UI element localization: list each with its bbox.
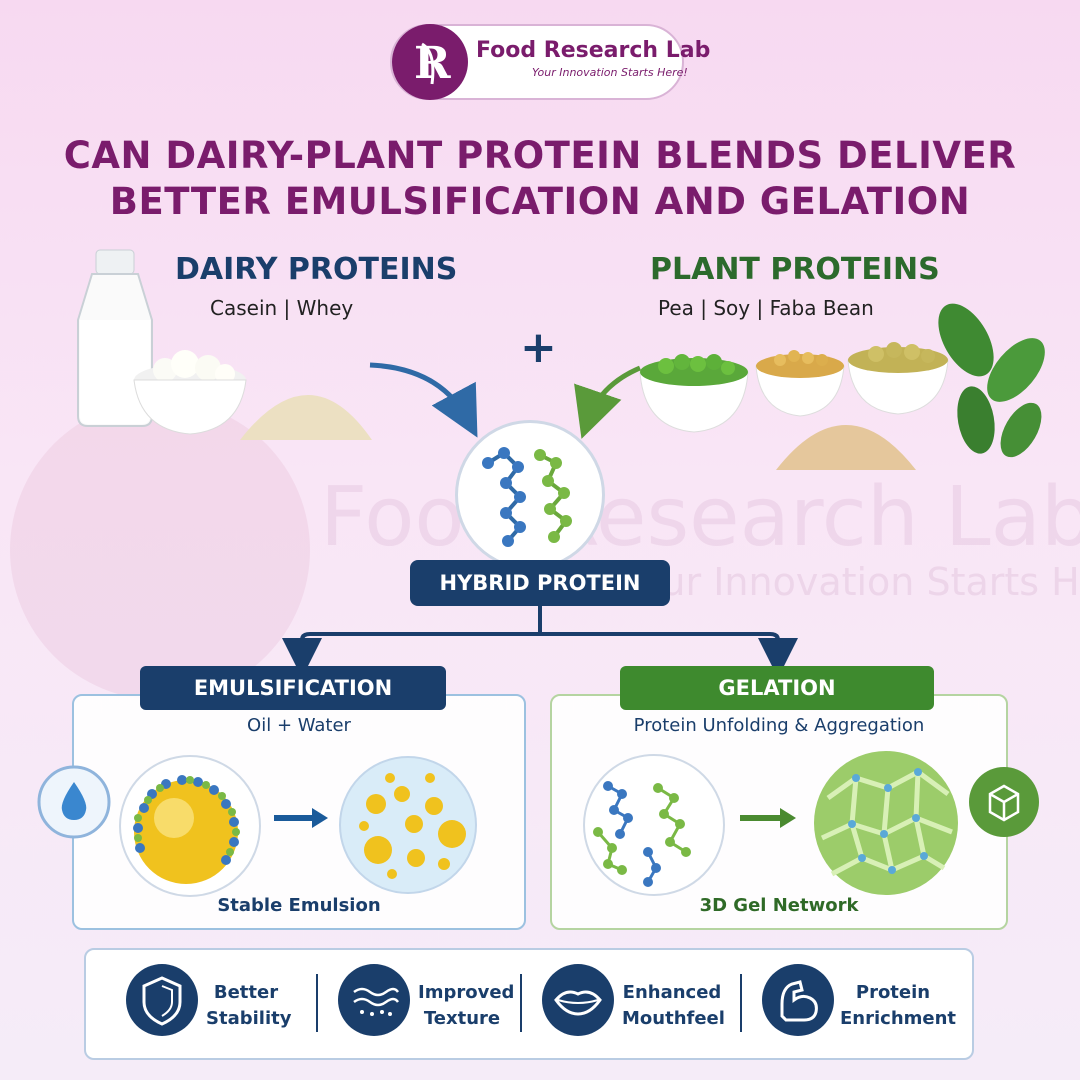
brand-name: Food Research Lab [476,38,711,63]
plant-illustration [639,303,1045,470]
gelation-arrow [740,808,796,828]
texture-waves-icon [338,964,410,1036]
stable-emulsion-illustration [339,756,477,894]
shield-icon [126,964,198,1036]
watermark-tagline: Your Innovation Starts Here! [620,560,1080,604]
hybrid-molecule-icon [455,420,605,570]
emulsification-heading: EMULSIFICATION [140,666,446,710]
page-title-line1: CAN DAIRY-PLANT PROTEIN BLENDS DELIVER [63,134,1017,177]
flow-arrows [282,362,798,678]
page-title-line2: BETTER EMULSIFICATION AND GELATION [109,180,971,223]
dairy-illustration [77,249,372,440]
plus-sign: + [520,322,557,373]
lips-icon [542,964,614,1036]
brand-tagline: Your Innovation Starts Here! [532,66,688,79]
flexed-arm-icon [762,964,834,1036]
hybrid-protein-label: HYBRID PROTEIN [410,560,670,606]
benefit-protein-enrichment: Protein Enrichment [840,982,957,1029]
unfolded-protein-illustration [583,754,725,896]
water-drop-icon [37,765,111,839]
plant-proteins-heading: PLANT PROTEINS [650,252,940,287]
logo-mark-icon: R [392,24,468,100]
benefit-improved-texture: Improved Texture [418,982,515,1029]
watermark-brand: Food Research Lab [320,470,1080,565]
watermark-logo [10,400,310,700]
oil-droplet-illustration [119,755,261,897]
gel-network-illustration [814,751,958,895]
benefit-better-stability: Better Stability [206,982,292,1029]
dairy-protein-sources: Casein | Whey [210,296,354,320]
emulsification-subtitle: Oil + Water [247,715,351,736]
emulsification-arrow [274,808,328,828]
gel-cube-icon [969,767,1039,837]
gelation-caption: 3D Gel Network [699,895,859,916]
gelation-heading: GELATION [620,666,934,710]
benefit-divider [520,974,522,1032]
benefit-enhanced-mouthfeel: Enhanced Mouthfeel [622,982,725,1029]
emulsification-caption: Stable Emulsion [217,895,381,916]
gelation-subtitle: Protein Unfolding & Aggregation [633,715,925,736]
benefit-divider [740,974,742,1032]
plant-protein-sources: Pea | Soy | Faba Bean [658,296,874,320]
dairy-proteins-heading: DAIRY PROTEINS [175,252,458,287]
benefit-divider [316,974,318,1032]
